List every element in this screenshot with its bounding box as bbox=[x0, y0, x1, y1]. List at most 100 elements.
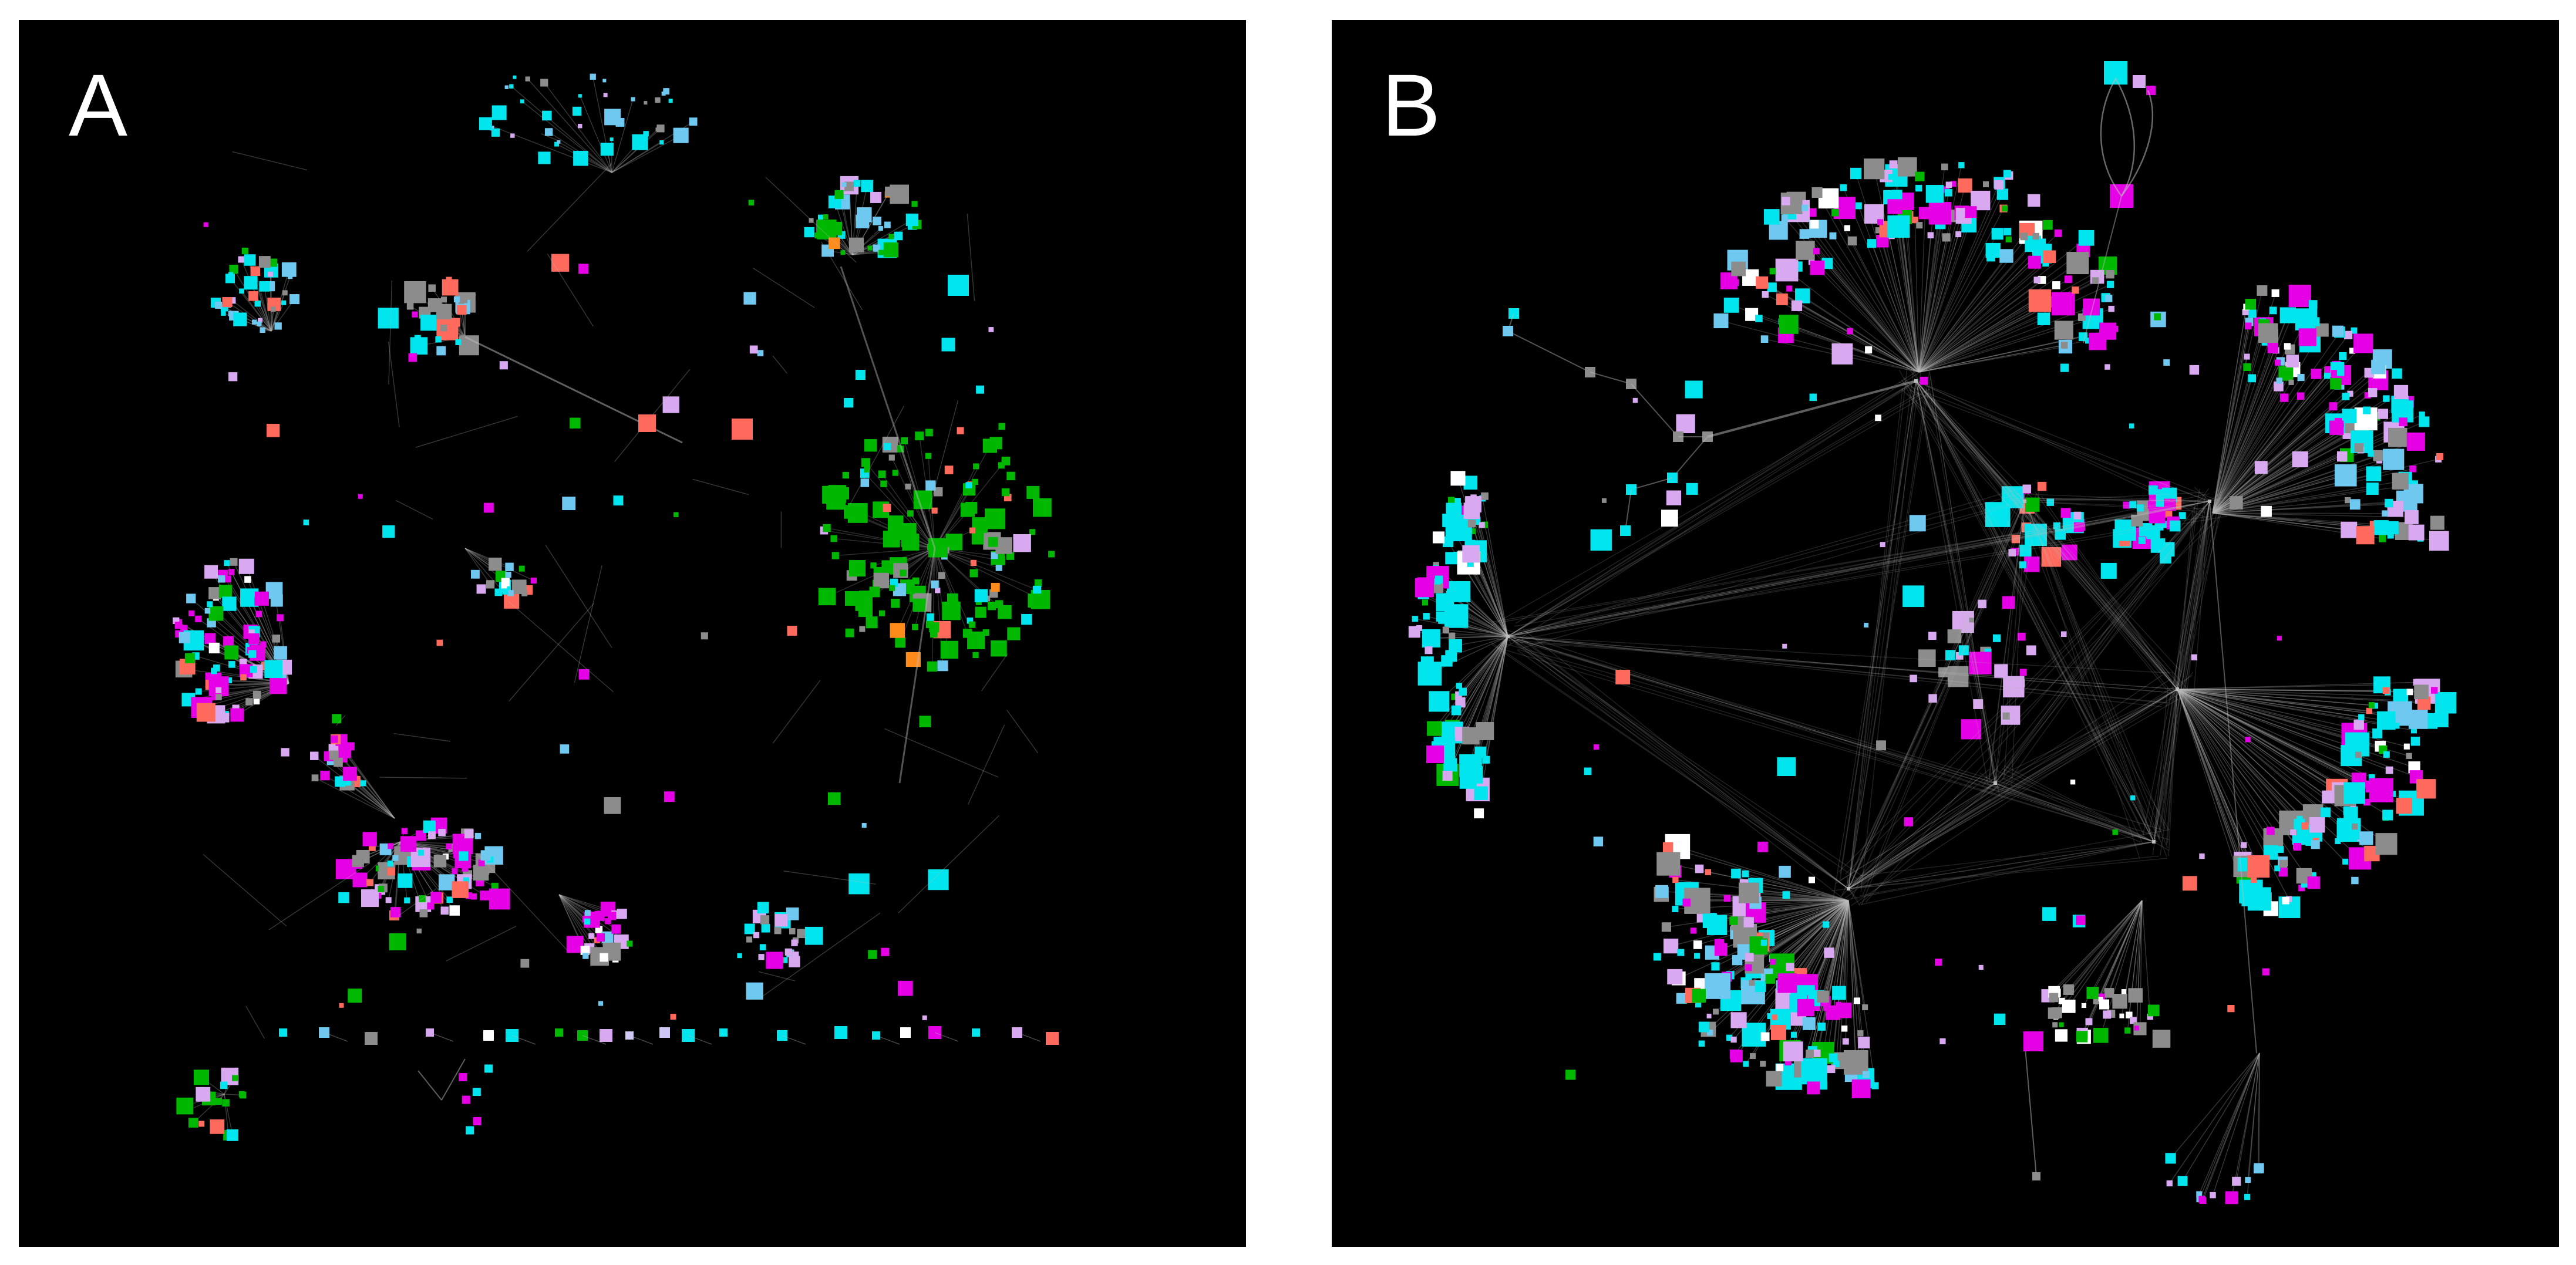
node bbox=[479, 117, 492, 130]
node bbox=[873, 217, 881, 225]
edge bbox=[2247, 1053, 2260, 1197]
edge bbox=[1915, 380, 1989, 785]
edge bbox=[558, 894, 601, 938]
node bbox=[2058, 997, 2065, 1004]
node bbox=[319, 1027, 329, 1038]
edge bbox=[1918, 318, 2044, 373]
node bbox=[2042, 907, 2056, 921]
node bbox=[1809, 393, 1817, 402]
edge bbox=[1915, 380, 2157, 842]
node bbox=[2261, 505, 2272, 517]
edge bbox=[2212, 369, 2294, 514]
node bbox=[2165, 1153, 2176, 1164]
edge bbox=[1451, 636, 1508, 657]
node bbox=[2073, 511, 2082, 520]
edge bbox=[1915, 380, 2208, 520]
edge bbox=[2212, 348, 2274, 514]
edge bbox=[2247, 1053, 2260, 1180]
edge bbox=[1507, 389, 1930, 637]
node bbox=[1508, 308, 1519, 319]
node bbox=[289, 294, 300, 305]
edge bbox=[1747, 890, 1849, 901]
node bbox=[757, 902, 769, 914]
node bbox=[1827, 1065, 1836, 1074]
edge bbox=[2002, 689, 2178, 787]
node bbox=[2288, 284, 2311, 308]
node bbox=[441, 296, 447, 303]
edge bbox=[2212, 326, 2249, 514]
edge bbox=[2177, 689, 2401, 697]
node bbox=[1436, 593, 1454, 612]
node bbox=[525, 76, 530, 82]
node bbox=[888, 234, 894, 239]
edge bbox=[2177, 672, 2194, 690]
node bbox=[1944, 188, 1952, 197]
node bbox=[462, 865, 469, 872]
node bbox=[270, 594, 283, 607]
node bbox=[480, 890, 490, 900]
node bbox=[1615, 670, 1631, 684]
node bbox=[789, 956, 800, 967]
edge bbox=[2027, 498, 2210, 502]
node bbox=[753, 932, 760, 939]
node bbox=[2341, 521, 2358, 538]
node bbox=[2241, 842, 2247, 848]
node bbox=[2286, 355, 2299, 367]
edge bbox=[1915, 380, 2022, 498]
edge bbox=[1915, 380, 2009, 507]
node bbox=[969, 569, 978, 578]
node bbox=[1916, 222, 1923, 229]
node bbox=[464, 829, 474, 839]
node bbox=[1672, 906, 1679, 913]
node bbox=[2138, 537, 2146, 544]
edge bbox=[324, 1032, 348, 1042]
edge bbox=[2177, 689, 2382, 791]
node bbox=[361, 889, 379, 908]
node bbox=[446, 843, 452, 849]
node bbox=[2124, 1027, 2131, 1034]
node bbox=[1947, 666, 1969, 687]
edge bbox=[1918, 265, 2108, 373]
node bbox=[590, 73, 596, 80]
node bbox=[1760, 335, 1769, 343]
edge bbox=[1698, 900, 1849, 946]
node bbox=[2366, 707, 2373, 714]
node bbox=[281, 262, 297, 277]
node bbox=[229, 297, 236, 304]
edge bbox=[255, 271, 272, 332]
edge bbox=[1995, 489, 2040, 784]
edge bbox=[1995, 782, 2009, 790]
edge bbox=[1918, 346, 2066, 373]
node bbox=[1655, 885, 1669, 898]
edge bbox=[1507, 636, 1862, 876]
node bbox=[2160, 542, 2175, 557]
node bbox=[2382, 809, 2393, 821]
edge bbox=[1918, 284, 2111, 373]
edge bbox=[580, 96, 612, 173]
node bbox=[2359, 831, 2373, 845]
node bbox=[1626, 484, 1636, 495]
node bbox=[1842, 1038, 1849, 1045]
edge bbox=[344, 748, 395, 819]
node bbox=[2385, 521, 2399, 535]
edge bbox=[1826, 900, 1849, 1008]
node bbox=[250, 266, 261, 276]
node bbox=[2040, 238, 2046, 245]
node bbox=[455, 339, 462, 345]
node bbox=[470, 893, 477, 900]
node bbox=[2131, 514, 2143, 527]
edge bbox=[2177, 689, 2372, 778]
node bbox=[673, 127, 689, 143]
edge bbox=[1504, 629, 2154, 842]
node bbox=[859, 626, 866, 632]
edge bbox=[1450, 595, 1508, 637]
node bbox=[1676, 414, 1695, 433]
edge bbox=[1851, 501, 2025, 900]
node bbox=[2028, 289, 2052, 312]
edge bbox=[1491, 638, 2178, 690]
edge bbox=[934, 1032, 959, 1042]
node bbox=[435, 336, 442, 343]
edge bbox=[2024, 501, 2166, 829]
edge bbox=[2212, 372, 2330, 514]
node bbox=[2081, 1003, 2087, 1008]
